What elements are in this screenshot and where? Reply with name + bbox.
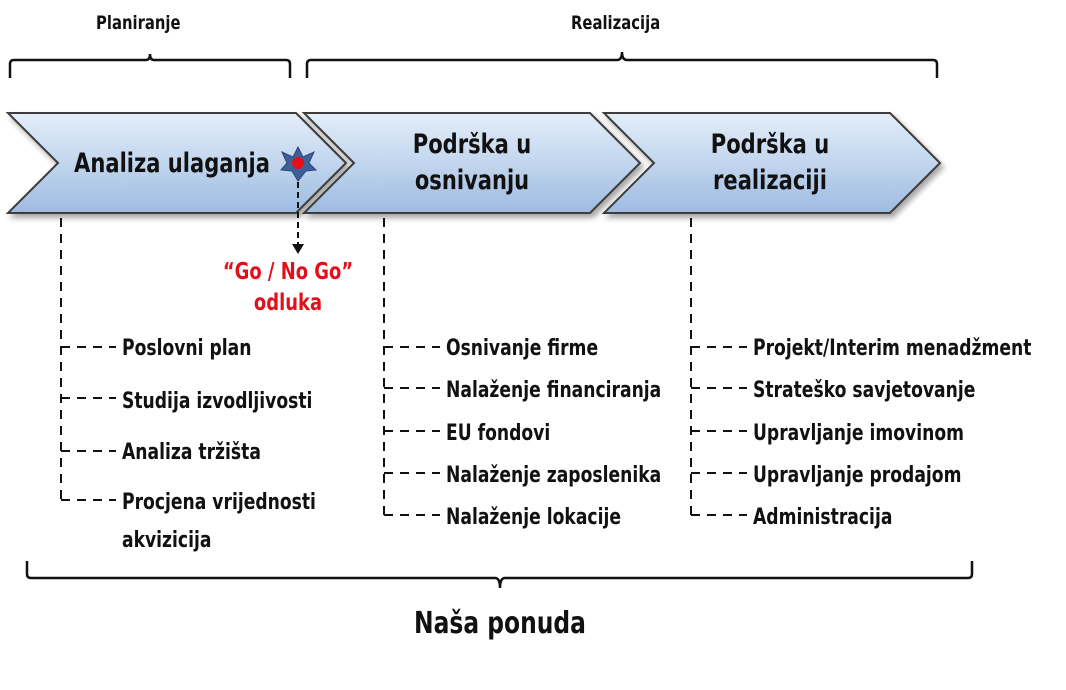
list-item: Studija izvodljivosti bbox=[122, 389, 313, 414]
list-item: Upravljanje imovinom bbox=[753, 421, 965, 446]
decision-label: “Go / No Go” odluka bbox=[210, 257, 366, 319]
list-item: Osnivanje firme bbox=[446, 336, 599, 361]
list-item: Nalaženje zaposlenika bbox=[446, 463, 662, 488]
decision-dot bbox=[292, 157, 304, 169]
list-item: Poslovni plan bbox=[122, 336, 252, 361]
step-chevron-realization bbox=[601, 112, 942, 214]
step-label-realization-line1: Podrška u bbox=[710, 129, 830, 160]
list-item: Procjena vrijednosti bbox=[122, 490, 316, 515]
list-item: Analiza tržišta bbox=[122, 440, 261, 465]
decision-arrowhead bbox=[292, 244, 304, 254]
column-3-connectors bbox=[690, 218, 747, 516]
phase-label-planning: Planiranje bbox=[96, 12, 181, 34]
step-label-founding-line2: osnivanju bbox=[414, 165, 530, 196]
list-item: Projekt/Interim menadžment bbox=[753, 336, 1032, 361]
offer-label: Naša ponuda bbox=[414, 606, 586, 641]
decision-label-line2: odluka bbox=[253, 290, 323, 316]
step-chevron-analysis bbox=[5, 112, 348, 214]
step-label-realization: Podrška u realizaciji bbox=[653, 127, 887, 199]
step-chevron-founding bbox=[301, 112, 642, 214]
column-2-connectors bbox=[383, 218, 440, 516]
realization-brace bbox=[305, 51, 939, 78]
phase-label-realization: Realizacija bbox=[571, 12, 661, 34]
step-label-founding: Podrška u osnivanju bbox=[355, 127, 589, 199]
step-label-realization-line2: realizaciji bbox=[713, 165, 827, 196]
list-item: Administracija bbox=[753, 505, 893, 530]
list-item: Strateško savjetovanje bbox=[753, 378, 976, 403]
step-label-founding-line1: Podrška u bbox=[412, 129, 532, 160]
offer-brace bbox=[25, 561, 974, 589]
decision-label-line1: “Go / No Go” bbox=[222, 259, 354, 285]
list-item: Nalaženje financiranja bbox=[446, 378, 662, 403]
list-item: Upravljanje prodajom bbox=[753, 463, 962, 488]
step-label-analysis: Analiza ulaganja bbox=[74, 148, 270, 179]
list-item: Nalaženje lokacije bbox=[446, 505, 621, 530]
planning-brace bbox=[8, 53, 292, 78]
column-1-connectors bbox=[60, 218, 116, 501]
list-item: EU fondovi bbox=[446, 421, 551, 446]
list-item: akvizicija bbox=[122, 528, 212, 553]
